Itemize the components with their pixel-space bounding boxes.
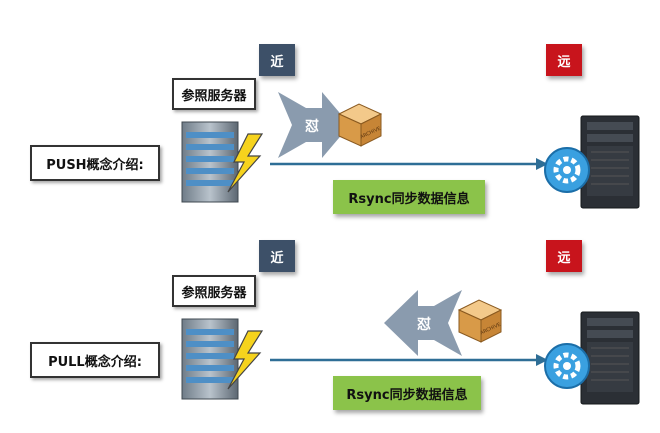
local-server-icon — [181, 121, 264, 203]
far-tag-pull-label: 远 — [557, 250, 571, 266]
local-server-icon-pull — [181, 318, 264, 400]
far-tag-pull: 远 — [546, 240, 582, 272]
reference-server-pull-text: 参照服务器 — [181, 285, 247, 301]
remote-server-icon — [544, 115, 640, 209]
near-tag-pull: 近 — [259, 240, 295, 272]
push-concept-label: PUSH概念介绍: — [30, 145, 160, 181]
push-arrow: 怼 — [278, 92, 350, 158]
push-concept-text: PUSH概念介绍: — [46, 157, 144, 173]
pull-arrow-text: 怼 — [417, 316, 431, 333]
pull-sync-line — [270, 354, 548, 366]
pull-arrow: 怼 — [384, 290, 462, 356]
pull-concept-text: PULL概念介绍: — [48, 354, 142, 370]
push-sync-line — [270, 158, 548, 170]
near-tag: 近 — [259, 44, 295, 76]
near-tag-pull-label: 近 — [270, 250, 284, 266]
reference-server-label: 参照服务器 — [172, 78, 256, 110]
reference-server-text: 参照服务器 — [181, 88, 247, 104]
rsync-sync-text: Rsync同步数据信息 — [348, 191, 470, 207]
rsync-sync-label-pull: Rsync同步数据信息 — [333, 376, 481, 410]
near-tag-label: 近 — [270, 54, 284, 70]
rsync-sync-label: Rsync同步数据信息 — [333, 180, 485, 214]
far-tag: 远 — [546, 44, 582, 76]
push-arrow-text: 怼 — [305, 118, 319, 135]
reference-server-label-pull: 参照服务器 — [172, 275, 256, 307]
rsync-sync-pull-text: Rsync同步数据信息 — [346, 387, 468, 403]
pull-concept-label: PULL概念介绍: — [30, 342, 160, 378]
far-tag-label: 远 — [557, 54, 571, 70]
package-icon: ARCHIVE — [337, 103, 383, 147]
package-icon-pull: ARCHIVE — [457, 299, 503, 343]
remote-server-icon-pull — [544, 311, 640, 405]
